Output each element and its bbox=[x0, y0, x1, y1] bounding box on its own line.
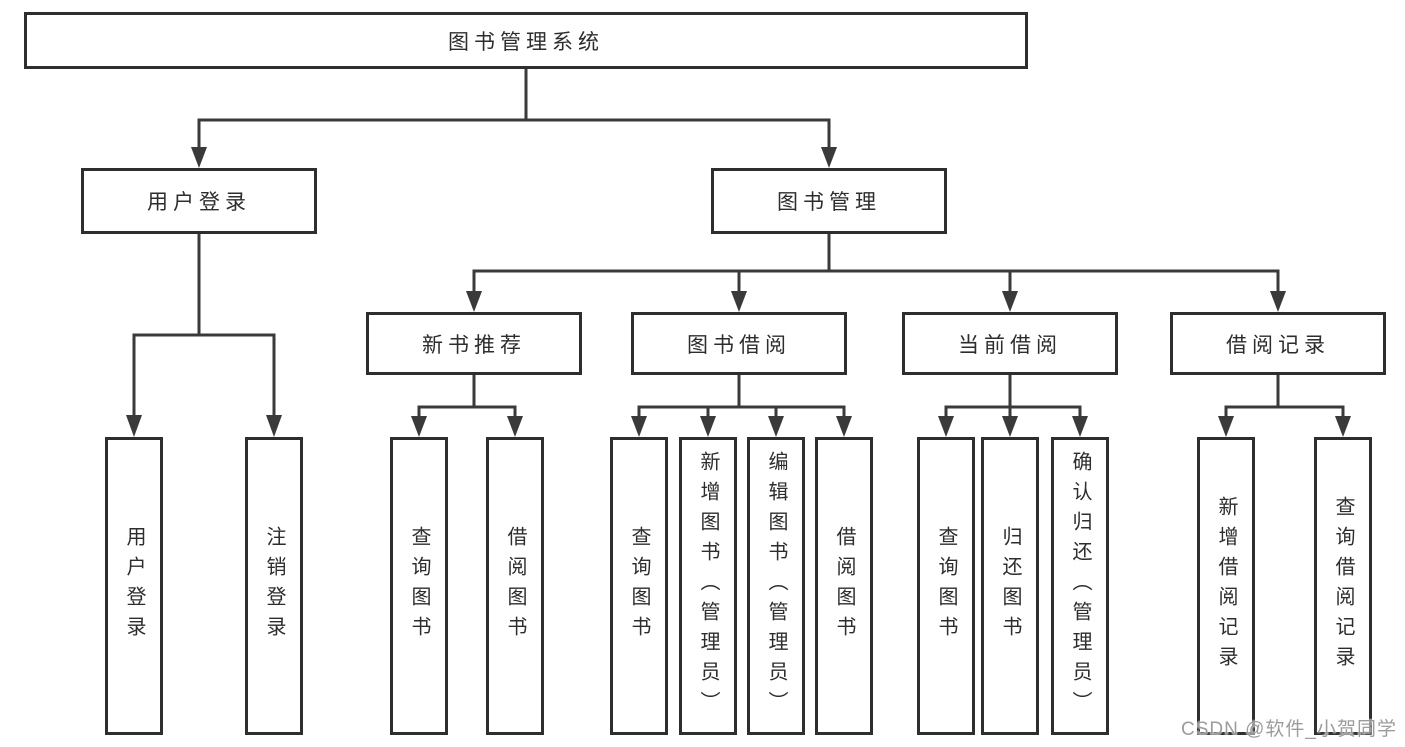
node-label: 借阅记录 bbox=[1226, 333, 1330, 357]
node-label: 注销登录 bbox=[263, 526, 285, 646]
node-label: 图书借阅 bbox=[687, 333, 791, 357]
node-label: 归还图书 bbox=[999, 526, 1021, 646]
node-label: 用户登录 bbox=[147, 191, 251, 214]
leaf-records-query-record: 查询借阅记录 bbox=[1314, 437, 1372, 735]
node-label: 当前借阅 bbox=[958, 333, 1062, 357]
node-label: 编辑图书（管理员） bbox=[765, 451, 787, 721]
node-book-management: 图书管理 bbox=[711, 168, 947, 234]
leaf-borrowing-borrow-books: 借阅图书 bbox=[815, 437, 873, 735]
node-borrowing-records: 借阅记录 bbox=[1170, 312, 1386, 375]
node-label: 借阅图书 bbox=[833, 526, 855, 646]
leaf-current-confirm-return-admin: 确认归还（管理员） bbox=[1051, 437, 1109, 735]
node-root-system: 图书管理系统 bbox=[24, 12, 1028, 69]
node-label: 用户登录 bbox=[123, 526, 145, 646]
leaf-borrowing-edit-books-admin: 编辑图书（管理员） bbox=[747, 437, 805, 735]
node-label: 查询借阅记录 bbox=[1332, 496, 1354, 676]
node-current-borrowing: 当前借阅 bbox=[902, 312, 1118, 375]
leaf-current-query-books: 查询图书 bbox=[917, 437, 975, 735]
leaf-login-user-login: 用户登录 bbox=[105, 437, 163, 735]
node-label: 图书管理 bbox=[777, 191, 881, 214]
node-label: 借阅图书 bbox=[504, 526, 526, 646]
node-user-login: 用户登录 bbox=[81, 168, 317, 234]
node-label: 确认归还（管理员） bbox=[1069, 451, 1091, 721]
node-label: 查询图书 bbox=[628, 526, 650, 646]
leaf-borrowing-add-books-admin: 新增图书（管理员） bbox=[679, 437, 737, 735]
node-book-borrowing: 图书借阅 bbox=[631, 312, 847, 375]
leaf-borrowing-query-books: 查询图书 bbox=[610, 437, 668, 735]
node-label: 新增图书（管理员） bbox=[697, 451, 719, 721]
node-label: 新增借阅记录 bbox=[1215, 496, 1237, 676]
leaf-current-return-books: 归还图书 bbox=[981, 437, 1039, 735]
watermark: CSDN @软件_小贺同学 bbox=[1181, 719, 1397, 740]
arrowhead-icons bbox=[126, 147, 1351, 437]
node-label: 新书推荐 bbox=[422, 333, 526, 357]
leaf-records-add-record: 新增借阅记录 bbox=[1197, 437, 1255, 735]
node-new-book-recommend: 新书推荐 bbox=[366, 312, 582, 375]
leaf-recommend-query-books: 查询图书 bbox=[390, 437, 448, 735]
leaf-login-logout: 注销登录 bbox=[245, 437, 303, 735]
node-label: 图书管理系统 bbox=[448, 30, 604, 54]
leaf-recommend-borrow-books: 借阅图书 bbox=[486, 437, 544, 735]
node-label: 查询图书 bbox=[408, 526, 430, 646]
node-label: 查询图书 bbox=[935, 526, 957, 646]
